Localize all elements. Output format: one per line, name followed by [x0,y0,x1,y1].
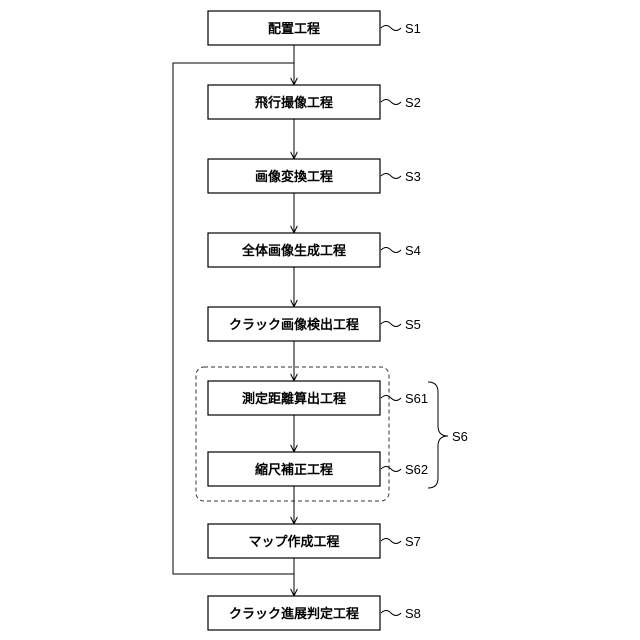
step-s1: 配置工程 [208,11,380,45]
step-s62-label: 縮尺補正工程 [255,462,333,478]
step-id-s1: S1 [405,21,421,36]
step-s4: 全体画像生成工程 [208,233,380,267]
step-s7: マップ作成工程 [208,524,380,558]
leader-s7 [381,539,401,544]
leader-s61 [381,396,401,401]
step-s7-label: マップ作成工程 [248,534,339,550]
step-id-s61: S61 [405,391,428,406]
step-s5: クラック画像検出工程 [208,307,380,341]
step-s5-label: クラック画像検出工程 [229,317,359,333]
leader-s4 [381,248,401,253]
step-id-s2: S2 [405,95,421,110]
group-id-s6: S6 [452,429,468,444]
step-id-s62: S62 [405,462,428,477]
leader-s5 [381,322,401,327]
step-s61: 測定距離算出工程 [208,381,380,415]
leader-s8 [381,611,401,616]
step-s1-label: 配置工程 [268,22,320,37]
step-s2: 飛行撮像工程 [208,85,380,119]
leader-s1 [381,26,401,31]
step-s8: クラック進展判定工程 [208,596,380,630]
step-s8-label: クラック進展判定工程 [229,606,359,622]
step-id-s7: S7 [405,534,421,549]
group-s6-brace [428,382,448,488]
step-id-s8: S8 [405,606,421,621]
leader-s3 [381,174,401,179]
step-s3-label: 画像変換工程 [255,169,333,185]
step-id-s5: S5 [405,317,421,332]
step-s62: 縮尺補正工程 [208,452,380,486]
step-id-s4: S4 [405,243,421,258]
step-s61-label: 測定距離算出工程 [242,391,346,407]
leader-s62 [381,467,401,472]
step-s2-label: 飛行撮像工程 [254,95,333,111]
step-s3: 画像変換工程 [208,159,380,193]
step-s4-label: 全体画像生成工程 [241,243,346,259]
step-id-s3: S3 [405,169,421,184]
leader-s2 [381,100,401,105]
